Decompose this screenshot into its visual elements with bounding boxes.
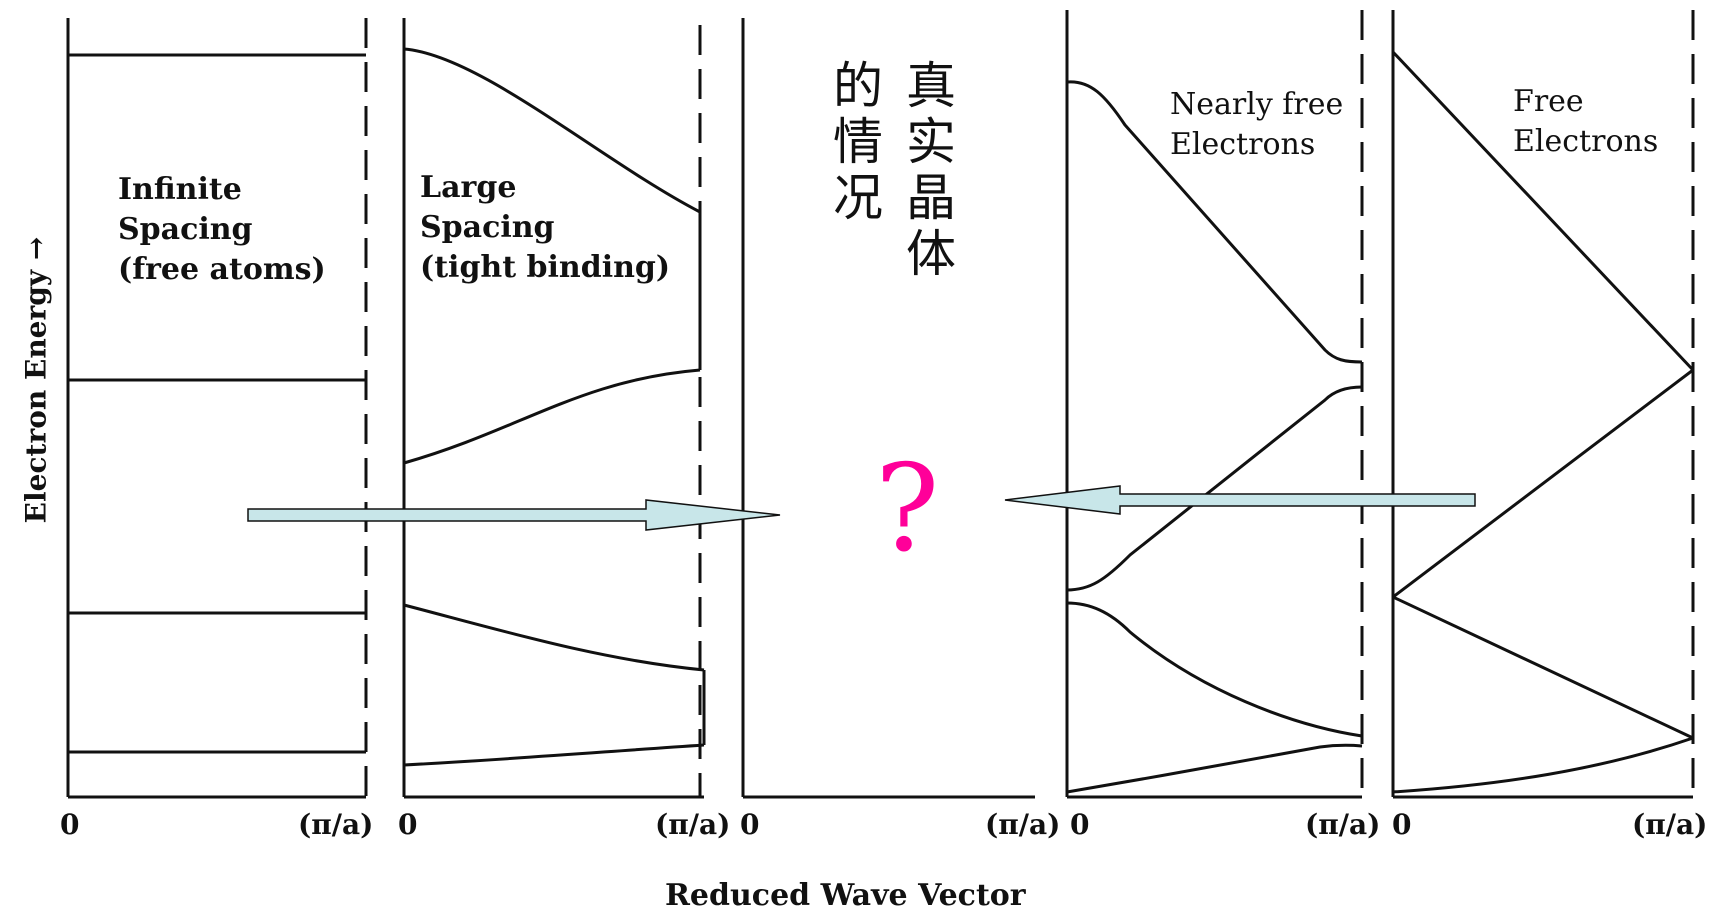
- y-axis-label: Electron Energy →: [19, 236, 53, 524]
- panel-large-spacing: [402, 18, 706, 799]
- panel-2-tick-right: (π/a): [655, 808, 731, 841]
- panel-4-band-2: [1066, 385, 1363, 592]
- panel-4-band-3: [1066, 601, 1363, 738]
- panel-4-tick-left: 0: [1070, 808, 1090, 841]
- panel-2-tick-left: 0: [398, 808, 418, 841]
- panel-4-band-4: [1066, 743, 1363, 794]
- right-arrow: [247, 499, 781, 531]
- panel-5-label: Free Electrons: [1513, 84, 1659, 159]
- panel-1-tick-left: 0: [60, 808, 80, 841]
- left-arrow: [1004, 485, 1476, 515]
- question-mark: ?: [875, 440, 940, 579]
- panel-5-tick-left: 0: [1392, 808, 1412, 841]
- panel-2-band-1: [403, 47, 701, 214]
- panel-3-tick-right: (π/a): [985, 808, 1061, 841]
- panel-2-band-3: [403, 603, 705, 672]
- panel-5-band-3: [1392, 595, 1694, 740]
- panel-free-electrons: [1391, 10, 1695, 799]
- panel-2-band-2: [403, 368, 701, 465]
- panel-5-band-4: [1392, 736, 1694, 794]
- panel-5-tick-right: (π/a): [1632, 808, 1708, 841]
- panel-1-tick-right: (π/a): [298, 808, 374, 841]
- panel-5-band-2: [1392, 368, 1694, 599]
- panel-infinite-spacing: [66, 18, 368, 799]
- panel-nearly-free: [1065, 10, 1364, 799]
- real-crystal-text-column-2: 的情况: [833, 57, 883, 227]
- panel-5-band-1: [1391, 50, 1695, 372]
- panel-1-label: Infinite Spacing (free atoms): [118, 172, 326, 287]
- panel-3-tick-left: 0: [740, 808, 760, 841]
- panel-real-crystal: [741, 18, 1035, 799]
- panel-4-label: Nearly free Electrons: [1170, 87, 1344, 162]
- panel-4-band-1: [1066, 80, 1363, 364]
- real-crystal-text-column-1: 真实晶体: [906, 57, 956, 283]
- panel-4-tick-right: (π/a): [1305, 808, 1381, 841]
- panel-2-band-4: [403, 743, 705, 767]
- panel-2-label: Large Spacing (tight binding): [420, 170, 671, 285]
- x-axis-label: Reduced Wave Vector: [665, 878, 1026, 913]
